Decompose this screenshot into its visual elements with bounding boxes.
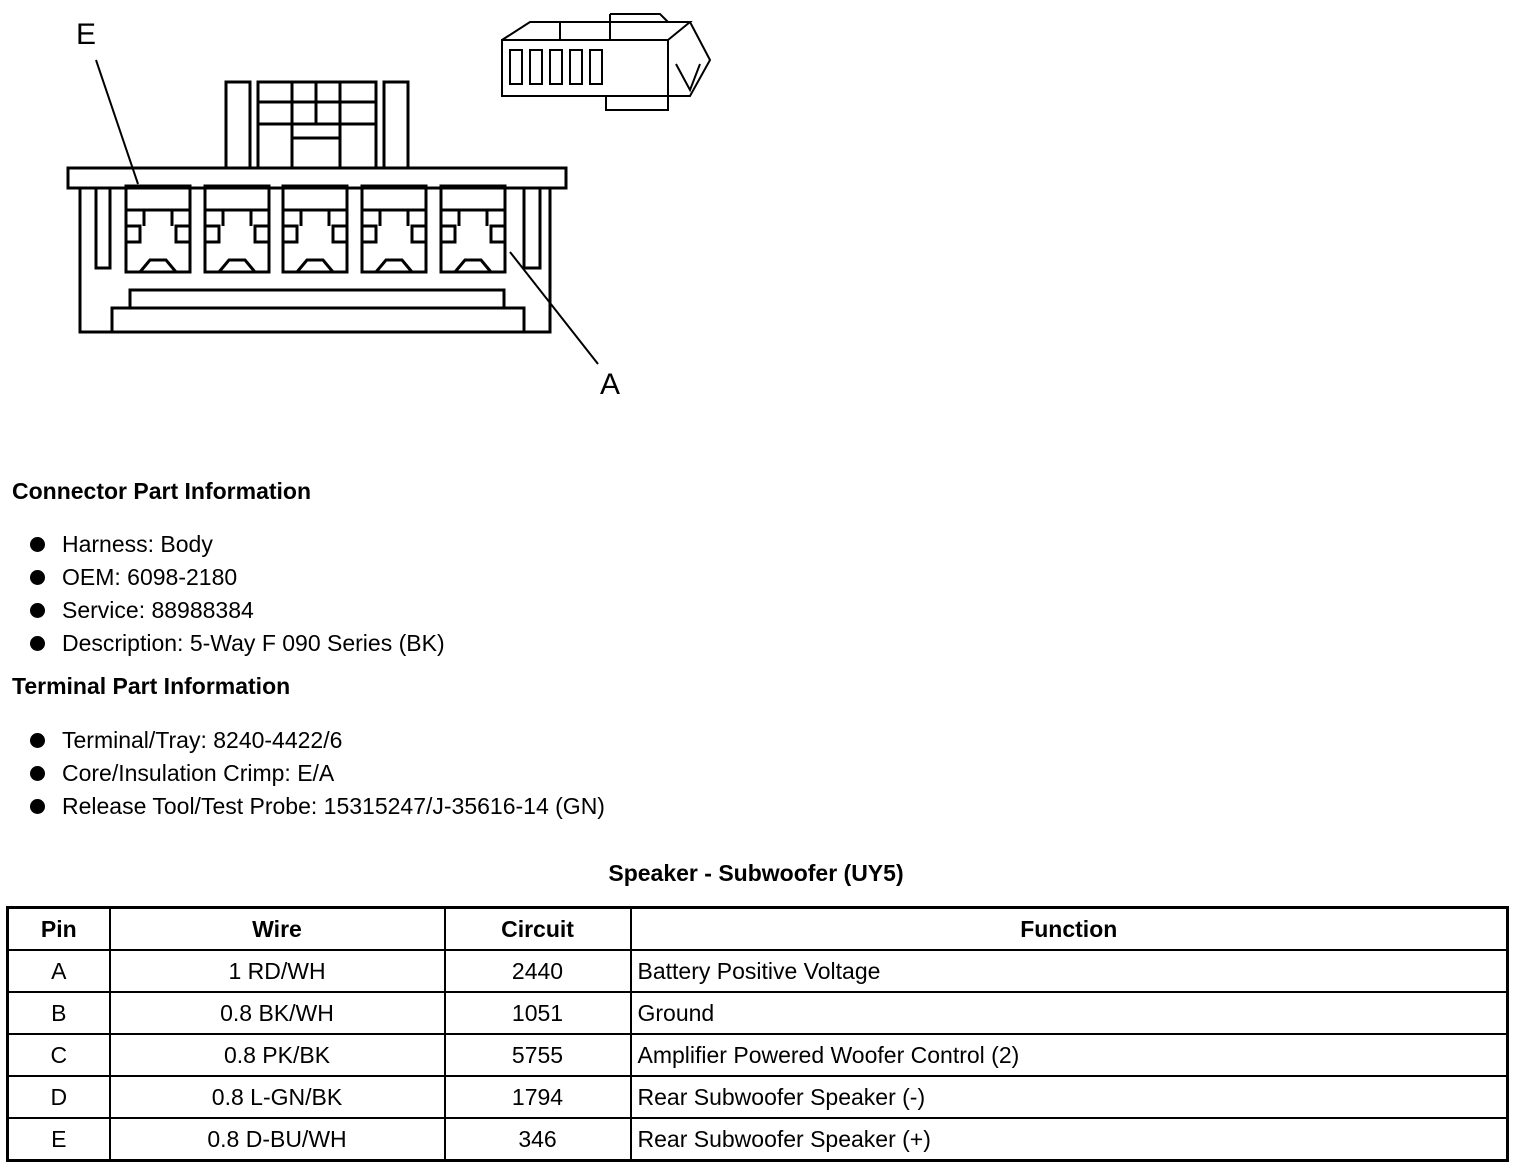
callout-label-a: A: [600, 368, 621, 401]
terminal-info-item: Terminal/Tray: 8240-4422/6: [28, 724, 605, 757]
bullet-icon: [30, 537, 45, 552]
pin-cell: A: [6, 949, 111, 993]
terminal-info-item-text: Release Tool/Test Probe: 15315247/J-3561…: [62, 793, 605, 819]
connector-info-item: Harness: Body: [28, 528, 445, 561]
terminal-info-title: Terminal Part Information: [12, 673, 291, 699]
terminal-cavity: [439, 184, 507, 274]
header-wire: Wire: [108, 906, 446, 951]
connector-info-item-text: Service: 88988384: [62, 597, 254, 623]
callout-label-e: E: [76, 18, 97, 51]
circuit-cell: 2440: [443, 949, 632, 993]
bullet-icon: [30, 603, 45, 618]
connector-latch: [224, 80, 410, 170]
pin-cell: C: [6, 1033, 111, 1077]
connector-housing: [66, 166, 568, 334]
pin-table-title: Speaker - Subwoofer (UY5): [608, 860, 904, 886]
terminal-cavity: [203, 184, 271, 274]
function-cell: Rear Subwoofer Speaker (+): [629, 1117, 1509, 1162]
terminal-info-item-text: Core/Insulation Crimp: E/A: [62, 760, 335, 786]
function-cell: Amplifier Powered Woofer Control (2): [629, 1033, 1509, 1077]
terminal-info-item: Core/Insulation Crimp: E/A: [28, 757, 605, 790]
connector-diagram: [66, 13, 712, 365]
callout-leader-a: [509, 251, 599, 365]
connector-info-item-text: Description: 5-Way F 090 Series (BK): [62, 630, 445, 656]
terminal-cavity: [281, 184, 349, 274]
bullet-icon: [30, 799, 45, 814]
terminal-cavity: [360, 184, 428, 274]
function-cell: Ground: [629, 991, 1509, 1035]
pin-cell: D: [6, 1075, 111, 1119]
function-cell: Rear Subwoofer Speaker (-): [629, 1075, 1509, 1119]
connector-info-item: Description: 5-Way F 090 Series (BK): [28, 627, 445, 660]
header-pin: Pin: [6, 906, 111, 951]
terminal-cavity: [124, 184, 192, 274]
pin-cell: B: [6, 991, 111, 1035]
connector-3d-view: [501, 13, 712, 111]
terminal-cavities: [124, 184, 507, 274]
connector-info-title: Connector Part Information: [12, 478, 312, 504]
connector-info-item-text: Harness: Body: [62, 531, 213, 557]
bullet-icon: [30, 570, 45, 585]
circuit-cell: 1794: [443, 1075, 632, 1119]
wire-cell: 0.8 PK/BK: [108, 1033, 446, 1077]
wire-cell: 0.8 D-BU/WH: [108, 1117, 446, 1162]
header-function: Function: [629, 906, 1509, 951]
terminal-info-item-text: Terminal/Tray: 8240-4422/6: [62, 727, 343, 753]
header-circuit: Circuit: [443, 906, 632, 951]
bullet-icon: [30, 766, 45, 781]
connector-info-item: Service: 88988384: [28, 594, 445, 627]
wire-cell: 0.8 BK/WH: [108, 991, 446, 1035]
pin-table-header-row: Pin Wire Circuit Function: [6, 906, 1509, 951]
function-cell: Battery Positive Voltage: [629, 949, 1509, 993]
callout-leader-e: [95, 59, 139, 185]
bullet-icon: [30, 733, 45, 748]
pin-cell: E: [6, 1117, 111, 1162]
wire-cell: 0.8 L-GN/BK: [108, 1075, 446, 1119]
circuit-cell: 5755: [443, 1033, 632, 1077]
connector-info-item: OEM: 6098-2180: [28, 561, 445, 594]
circuit-cell: 346: [443, 1117, 632, 1162]
circuit-cell: 1051: [443, 991, 632, 1035]
terminal-info-item: Release Tool/Test Probe: 15315247/J-3561…: [28, 790, 605, 823]
bullet-icon: [30, 636, 45, 651]
wire-cell: 1 RD/WH: [108, 949, 446, 993]
connector-info-item-text: OEM: 6098-2180: [62, 564, 238, 590]
